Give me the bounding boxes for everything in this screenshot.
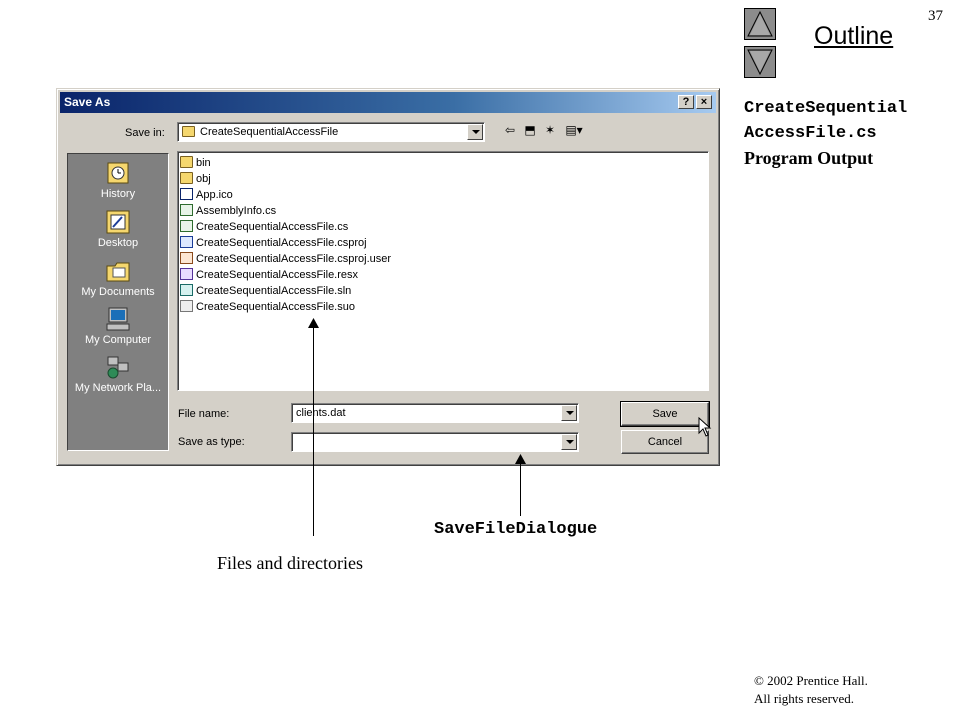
view-menu-icon[interactable]: ▤▾ <box>565 123 583 137</box>
suo-file-icon <box>180 300 193 312</box>
save-as-dialog: Save As ? × Save in: CreateSequentialAcc… <box>56 88 720 466</box>
place-my-documents[interactable]: My Documents <box>68 258 168 298</box>
file-name-label: File name: <box>178 408 230 420</box>
my-computer-icon <box>106 307 130 331</box>
folder-icon <box>180 156 193 168</box>
save-in-value: CreateSequentialAccessFile <box>200 126 339 138</box>
side-title: CreateSequential AccessFile.cs <box>744 96 907 146</box>
desktop-icon <box>106 210 130 234</box>
save-file-dialogue-label: SaveFileDialogue <box>434 520 598 539</box>
place-label: History <box>100 188 136 200</box>
page-number: 37 <box>928 8 943 24</box>
back-icon[interactable]: ⇦ <box>504 123 516 137</box>
folder-icon <box>180 172 193 184</box>
files-pointer-line <box>313 326 314 536</box>
arrow-up-icon <box>515 454 526 464</box>
list-item[interactable]: App.ico <box>180 188 233 204</box>
outline-link[interactable]: Outline <box>814 22 894 50</box>
cs-file-icon <box>180 204 193 216</box>
place-desktop[interactable]: Desktop <box>68 209 168 249</box>
save-in-dropdown[interactable]: CreateSequentialAccessFile <box>177 122 485 142</box>
next-slide-button[interactable] <box>744 46 776 78</box>
dialog-titlebar[interactable]: Save As ? × <box>60 92 716 113</box>
triangle-down-icon <box>747 49 773 76</box>
places-bar: History Desktop My Documents My Comput <box>67 153 169 451</box>
arrow-up-icon <box>308 318 319 328</box>
place-history[interactable]: History <box>68 160 168 200</box>
help-button[interactable]: ? <box>678 95 694 109</box>
previous-slide-button[interactable] <box>744 8 776 40</box>
chevron-down-icon[interactable] <box>561 405 577 421</box>
resx-file-icon <box>180 268 193 280</box>
list-item[interactable]: CreateSequentialAccessFile.resx <box>180 268 358 284</box>
csproj-file-icon <box>180 236 193 248</box>
save-as-type-label: Save as type: <box>178 436 245 448</box>
dialog-title: Save As <box>64 95 111 109</box>
list-item[interactable]: CreateSequentialAccessFile.suo <box>180 300 355 316</box>
list-item[interactable]: obj <box>180 172 211 188</box>
copyright: © 2002 Prentice Hall. All rights reserve… <box>754 672 868 708</box>
my-documents-icon <box>106 262 130 282</box>
place-my-network[interactable]: My Network Pla... <box>68 354 168 394</box>
save-in-label: Save in: <box>125 127 165 139</box>
side-title-line-1: CreateSequential <box>744 99 908 118</box>
close-button[interactable]: × <box>696 95 712 109</box>
save-button[interactable]: Save <box>620 401 710 427</box>
triangle-up-icon <box>747 10 773 37</box>
cs-file-icon <box>180 220 193 232</box>
list-item[interactable]: bin <box>180 156 211 172</box>
file-list[interactable]: bin obj App.ico AssemblyInfo.cs CreateSe… <box>177 151 709 391</box>
mouse-cursor-icon <box>698 417 712 437</box>
place-label: My Documents <box>81 286 155 298</box>
place-label: My Network Pla... <box>74 382 162 394</box>
place-label: My Computer <box>84 334 152 346</box>
list-item[interactable]: CreateSequentialAccessFile.cs <box>180 220 348 236</box>
cancel-button[interactable]: Cancel <box>621 430 709 454</box>
side-title-line-2: AccessFile.cs <box>744 124 877 143</box>
sln-file-icon <box>180 284 193 296</box>
folder-icon <box>182 126 195 137</box>
place-my-computer[interactable]: My Computer <box>68 306 168 346</box>
copyright-line-1: © 2002 Prentice Hall. <box>754 673 868 688</box>
up-folder-icon[interactable]: ⬒ <box>524 123 536 137</box>
new-folder-icon[interactable]: ✶ <box>544 123 556 137</box>
save-as-type-dropdown[interactable] <box>291 432 579 452</box>
list-item[interactable]: CreateSequentialAccessFile.csproj.user <box>180 252 391 268</box>
user-file-icon <box>180 252 193 264</box>
dialog-pointer-line <box>520 462 521 516</box>
chevron-down-icon[interactable] <box>467 124 483 140</box>
side-subtitle: Program Output <box>744 148 874 168</box>
file-name-value: clients.dat <box>296 407 346 419</box>
file-name-field[interactable]: clients.dat <box>291 403 579 423</box>
network-icon <box>107 356 129 379</box>
chevron-down-icon[interactable] <box>561 434 577 450</box>
place-label: Desktop <box>97 237 139 249</box>
list-item[interactable]: AssemblyInfo.cs <box>180 204 276 220</box>
list-item[interactable]: CreateSequentialAccessFile.sln <box>180 284 351 300</box>
files-and-directories-label: Files and directories <box>217 553 363 573</box>
list-item[interactable]: CreateSequentialAccessFile.csproj <box>180 236 367 252</box>
ico-file-icon <box>180 188 193 200</box>
copyright-line-2: All rights reserved. <box>754 691 855 706</box>
history-icon <box>107 162 129 184</box>
